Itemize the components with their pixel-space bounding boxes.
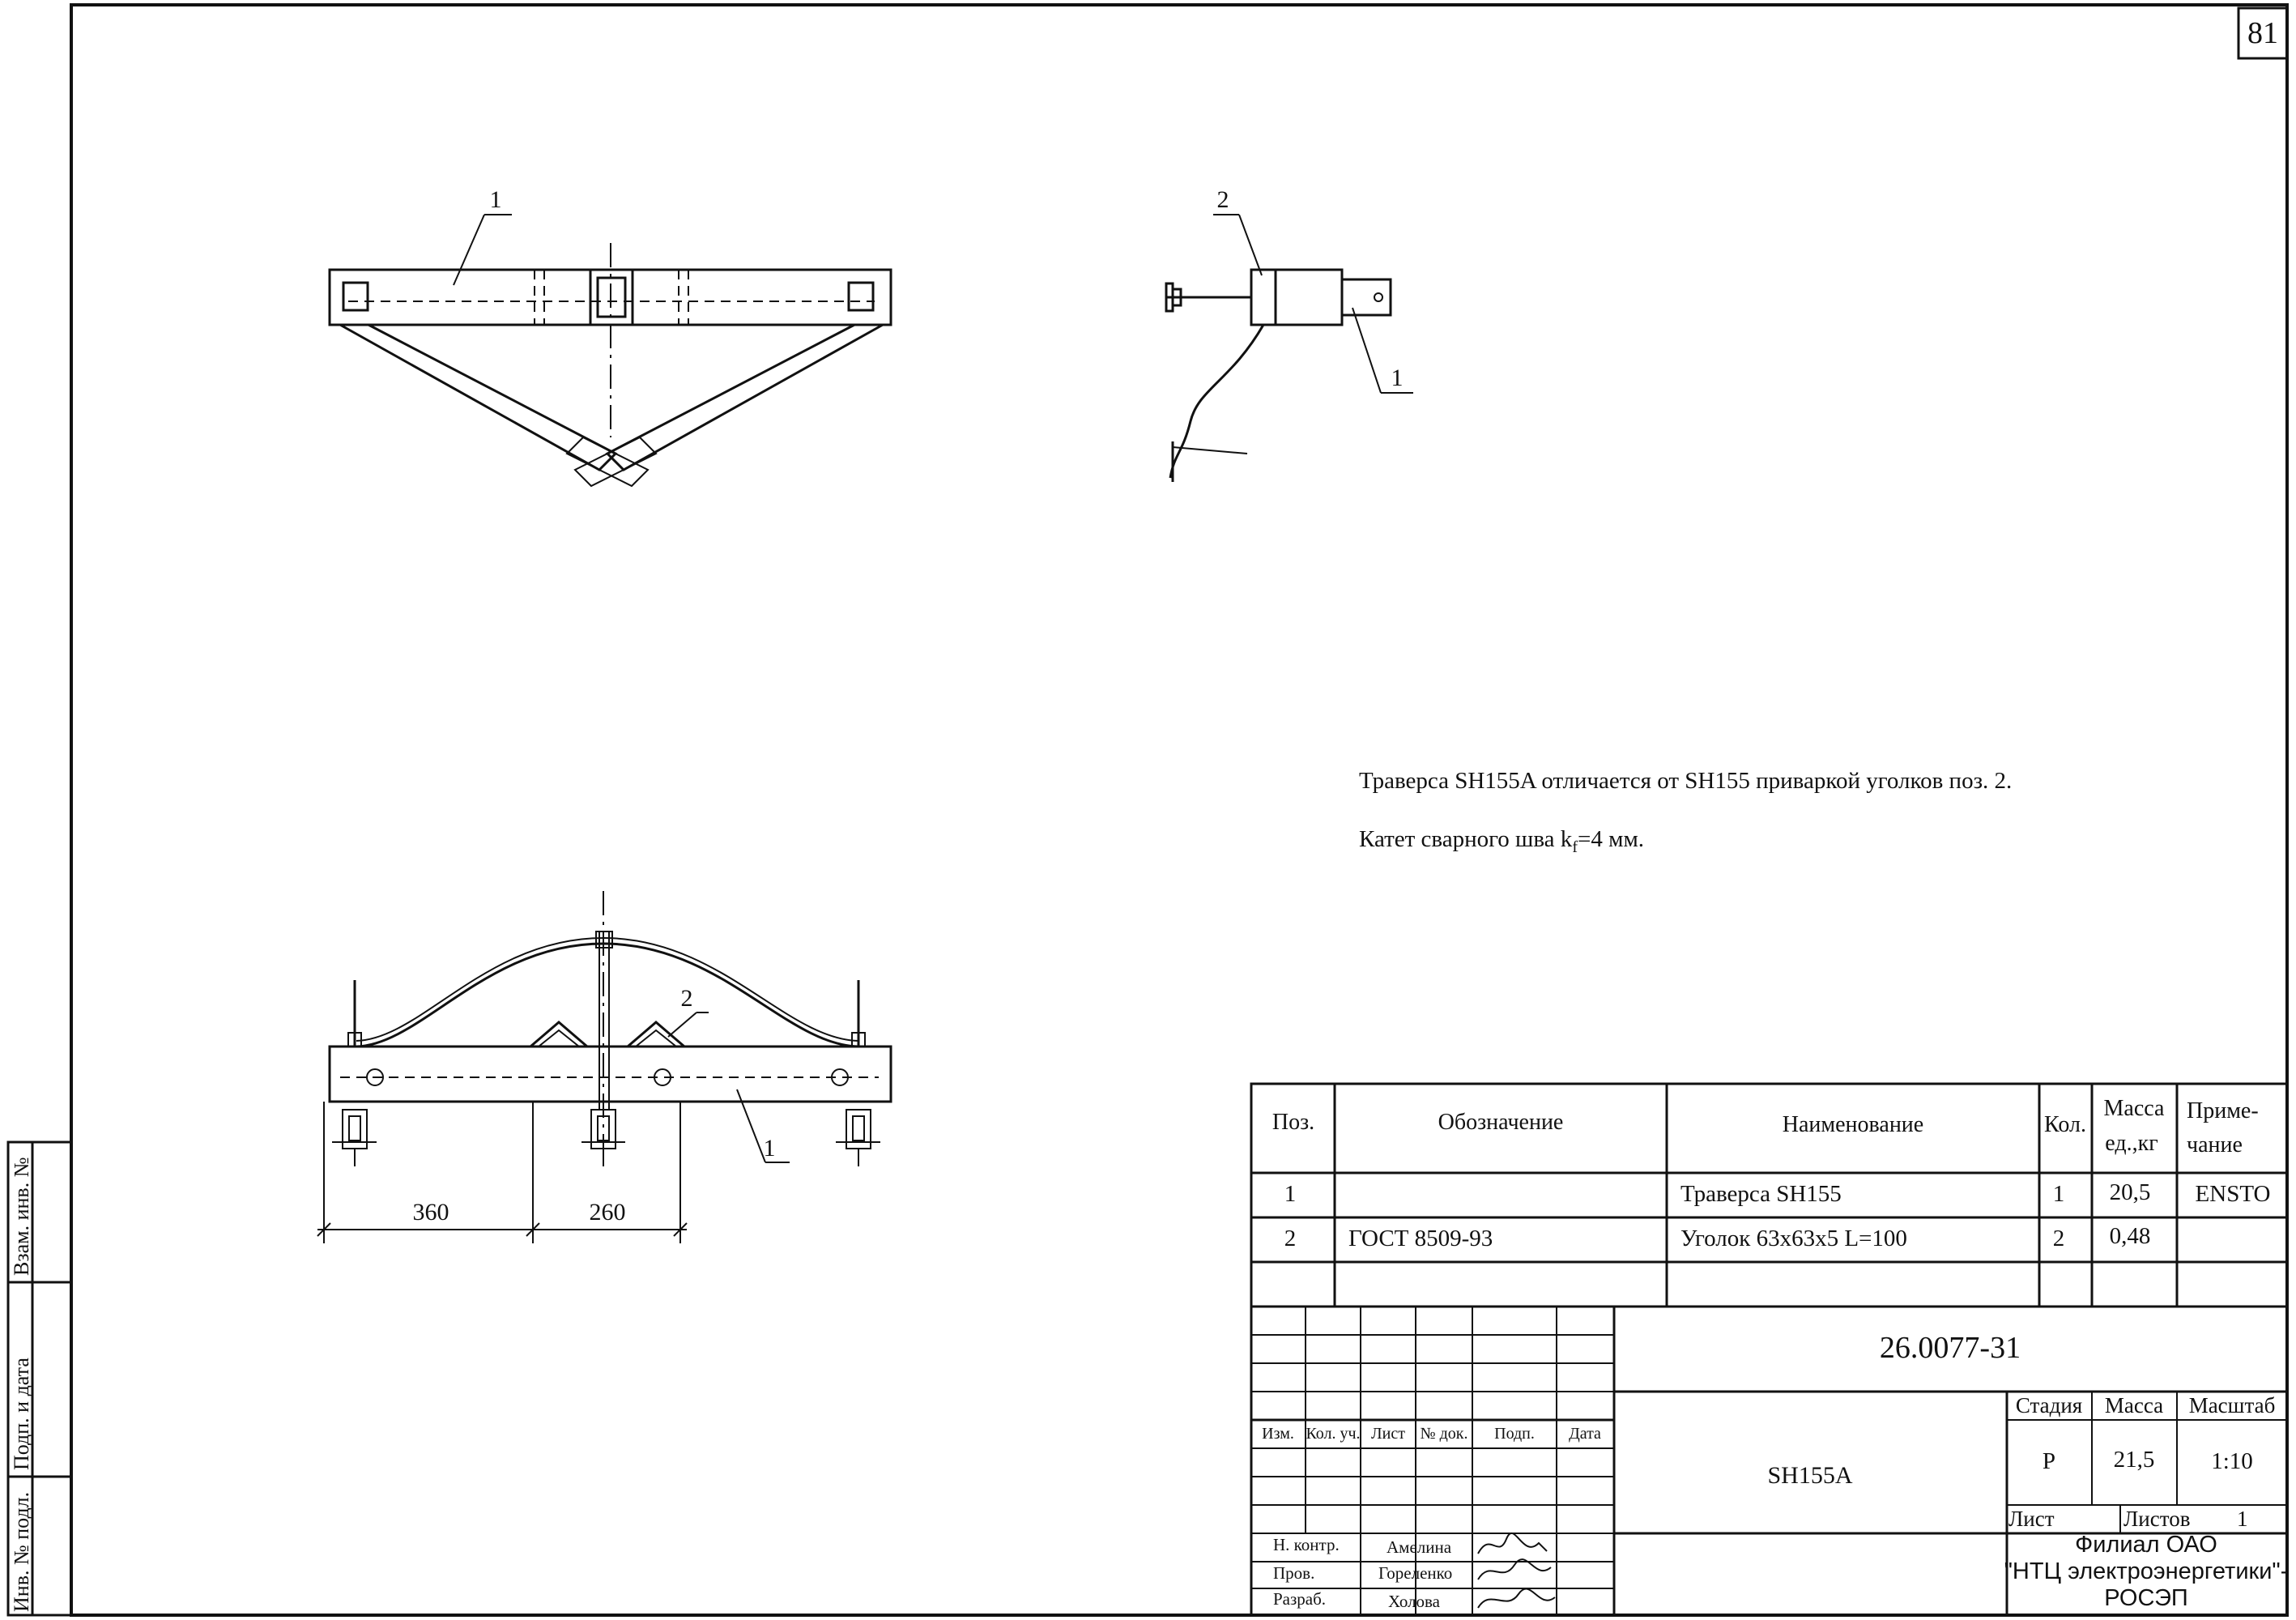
side-label-podp-data: Подп. и дата — [10, 1358, 33, 1470]
org-line-2: "НТЦ электроэнергетики"- — [2004, 1558, 2289, 1584]
page-number-box — [2237, 6, 2289, 60]
note-line-2-subscript: f — [1572, 838, 1578, 856]
bom-header-mass-1: Масса — [2103, 1096, 2165, 1121]
front-view-pos2-label: 2 — [680, 985, 693, 1012]
side-label-vzam-inv: Взам. инв. № — [10, 1157, 33, 1276]
mass-label: Масса — [2104, 1393, 2164, 1418]
dimension-left: 360 — [412, 1199, 449, 1226]
sheet-label: Лист — [2008, 1507, 2055, 1531]
name-n-kontr: Амелина — [1387, 1537, 1452, 1557]
bom-row-2-designation: ГОСТ 8509-93 — [1348, 1226, 1493, 1251]
role-n-kontr: Н. контр. — [1273, 1535, 1340, 1554]
front-view-pos1-label: 1 — [763, 1135, 776, 1162]
front-view-drawing — [317, 891, 892, 1243]
bom-header-note-2: чание — [2187, 1132, 2243, 1157]
stage-value: Р — [2042, 1448, 2056, 1474]
bom-row-1-note: ENSTO — [2195, 1181, 2271, 1207]
scale-label: Масштаб — [2188, 1393, 2276, 1418]
role-razrab: Разраб. — [1273, 1589, 1327, 1609]
signature-scribbles — [1477, 1532, 1556, 1609]
rev-header-data: Дата — [1569, 1425, 1601, 1443]
note-line-2: Катет сварного шва kf=4 мм. — [1359, 828, 1644, 855]
bom-row-2-pos: 2 — [1284, 1226, 1297, 1251]
bom-row-1-mass: 20,5 — [2109, 1179, 2151, 1205]
bom-row-1-pos: 1 — [1284, 1181, 1297, 1207]
dimension-right: 260 — [589, 1199, 626, 1226]
side-view-pos1-label: 1 — [1391, 364, 1404, 391]
top-view-pos-label: 1 — [489, 186, 502, 213]
mass-value: 21,5 — [2113, 1447, 2155, 1473]
note-line-1: Траверса SH155A отличается от SH155 прив… — [1359, 768, 2013, 794]
side-view-drawing — [1165, 214, 1413, 482]
name-prov: Гореленко — [1378, 1563, 1453, 1583]
bom-header-name: Наименование — [1782, 1112, 1924, 1137]
bom-row-2-name: Уголок 63х63х5 L=100 — [1680, 1226, 1907, 1251]
title-block-grid — [1250, 1305, 2289, 1617]
page-number: 81 — [2247, 16, 2278, 50]
rev-header-doc: № док. — [1420, 1425, 1468, 1443]
bom-header-note-1: Приме- — [2187, 1098, 2259, 1123]
sheets-value: 1 — [2237, 1507, 2248, 1531]
org-line-1: Филиал ОАО — [2075, 1532, 2217, 1558]
side-label-inv-podl: Инв. № подл. — [10, 1491, 33, 1612]
bom-header-qty: Кол. — [2044, 1112, 2086, 1137]
role-prov: Пров. — [1273, 1563, 1315, 1583]
rev-header-podp: Подп. — [1494, 1425, 1535, 1443]
bom-header-pos: Поз. — [1272, 1110, 1315, 1135]
product-name: SH155A — [1767, 1462, 1853, 1489]
note-line-2-prefix: Катет сварного шва k — [1359, 826, 1573, 852]
note-line-2-suffix: =4 мм. — [1577, 826, 1645, 852]
bom-header-designation: Обозначение — [1438, 1110, 1564, 1135]
rev-header-izm: Изм. — [1262, 1425, 1294, 1443]
top-view-drawing — [328, 214, 892, 488]
stage-label: Стадия — [2015, 1393, 2083, 1418]
document-number: 26.0077-31 — [1879, 1331, 2021, 1365]
scale-value: 1:10 — [2211, 1448, 2253, 1474]
org-line-3: РОСЭП — [2104, 1585, 2188, 1611]
rev-header-list: Лист — [1371, 1425, 1405, 1443]
bom-row-2-mass: 0,48 — [2109, 1223, 2151, 1249]
sheets-label: Листов — [2123, 1507, 2191, 1531]
rev-header-kol-uch: Кол. уч. — [1306, 1425, 1361, 1443]
sheet-frame — [70, 3, 2289, 1617]
side-stamp-strip — [6, 1140, 73, 1617]
name-razrab: Холова — [1388, 1592, 1441, 1611]
side-view-pos2-label: 2 — [1216, 186, 1229, 213]
bom-row-2-qty: 2 — [2052, 1226, 2065, 1251]
bom-row-1-name: Траверса SH155 — [1680, 1181, 1842, 1207]
bom-row-1-qty: 1 — [2052, 1181, 2065, 1207]
bom-header-mass-2: ед.,кг — [2105, 1131, 2158, 1156]
